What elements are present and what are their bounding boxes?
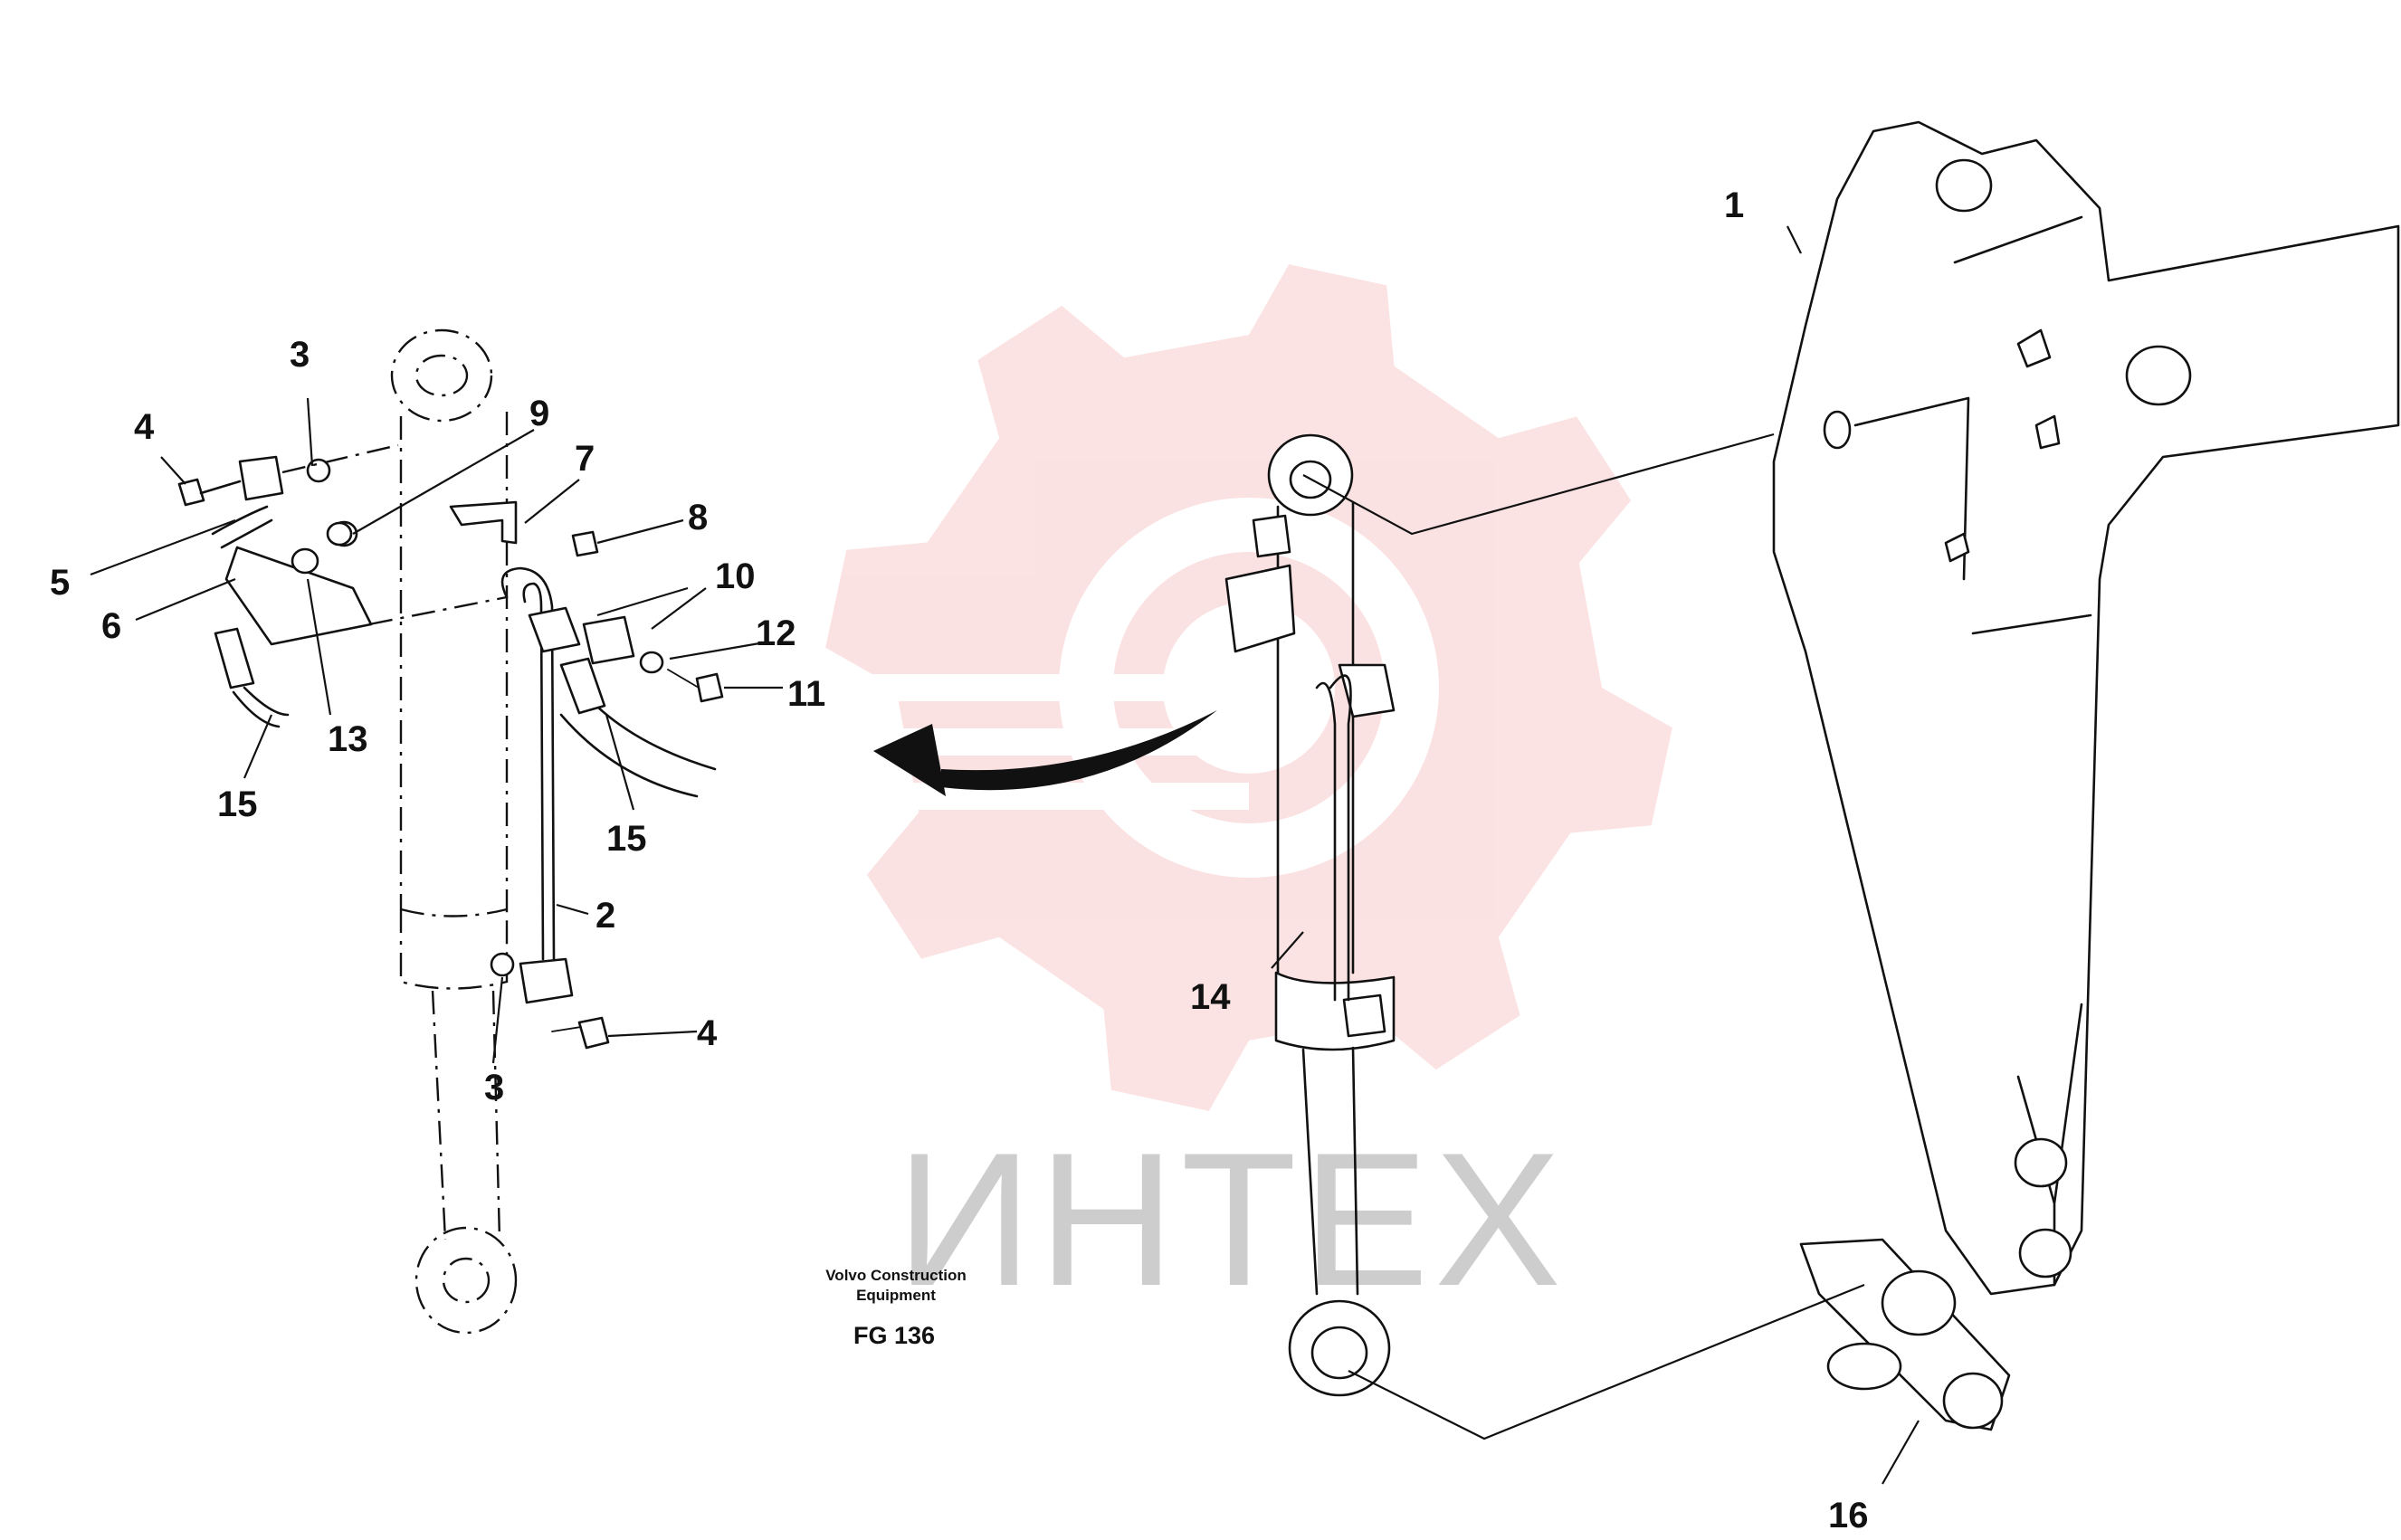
- cylinder-exploded-view: [177, 328, 724, 1335]
- pin-assembly-view: [1799, 1238, 2011, 1431]
- callout-6: 6: [101, 606, 121, 646]
- callout-14: 14: [1190, 977, 1231, 1017]
- callout-12: 12: [756, 613, 796, 653]
- callout-3-top: 3: [290, 335, 310, 375]
- callout-8: 8: [688, 498, 708, 537]
- callout-4-bottom: 4: [697, 1013, 718, 1053]
- callout-15-right: 15: [606, 819, 647, 859]
- boom-arm-view: [1772, 120, 2400, 1296]
- leader-lines: [90, 225, 1920, 1485]
- callout-2: 2: [595, 896, 615, 936]
- caption-company: Volvo Construction: [825, 1267, 967, 1284]
- caption-company-line2: Equipment: [856, 1287, 936, 1304]
- cylinder-assembled-view: [1224, 433, 1396, 1397]
- callout-11: 11: [787, 674, 825, 714]
- callout-9: 9: [529, 394, 549, 433]
- watermark-gear-icon: [778, 264, 1672, 1111]
- caption-figure-number: FG 136: [853, 1322, 935, 1349]
- callout-5: 5: [50, 563, 70, 603]
- callout-1: 1: [1724, 185, 1744, 225]
- direction-arrow-icon: [873, 710, 1217, 796]
- callout-10: 10: [715, 556, 756, 596]
- callout-7: 7: [575, 439, 595, 479]
- callout-15-left: 15: [217, 784, 258, 824]
- figure-caption: Volvo Construction Equipment FG 136: [825, 1267, 967, 1349]
- callout-3-bottom: 3: [484, 1068, 504, 1107]
- watermark-text: ИНТЕХ: [896, 1113, 1567, 1326]
- callout-4-top: 4: [134, 407, 155, 447]
- callout-labels: 1 2 3 3 4 4 5 6 7 8 9 10 11 12 13 14 15 …: [50, 185, 1869, 1535]
- callout-13: 13: [328, 719, 368, 759]
- callout-16: 16: [1828, 1496, 1869, 1535]
